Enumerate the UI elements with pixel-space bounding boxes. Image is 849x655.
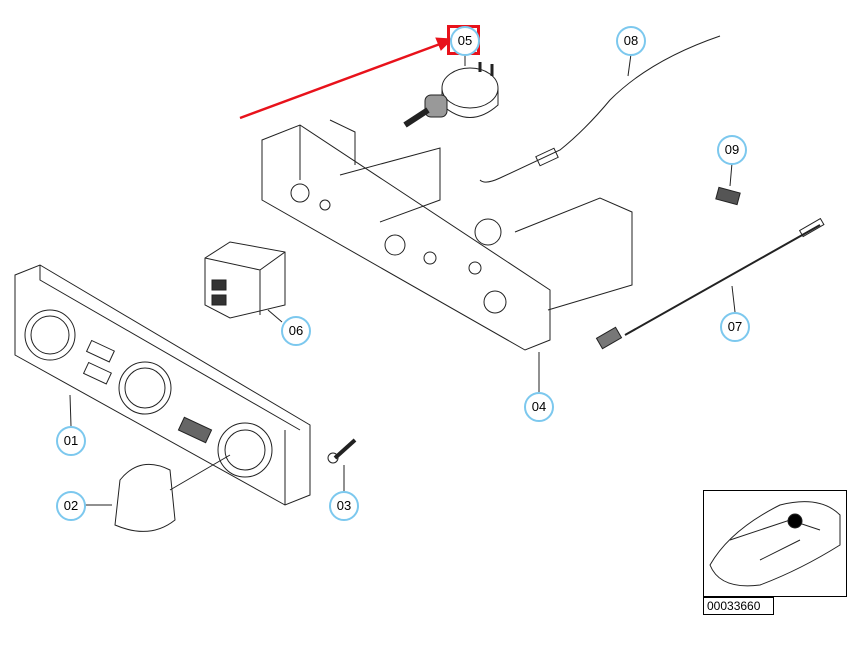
callout-05[interactable]: 05 [450,26,480,56]
callout-02[interactable]: 02 [56,491,86,521]
part-06-switch-block [204,241,286,319]
diagram-id: 00033660 [703,597,774,615]
callout-06[interactable]: 06 [281,316,311,346]
part-01-panel [14,264,311,506]
part-08-cable [479,35,721,183]
vehicle-location-inset [703,490,847,597]
callout-04[interactable]: 04 [524,392,554,422]
vehicle-location-drawing [709,501,841,587]
callout-01[interactable]: 01 [56,426,86,456]
part-05-switch [403,62,499,128]
part-07-cable [595,217,825,350]
callout-09[interactable]: 09 [717,135,747,165]
callout-03[interactable]: 03 [329,491,359,521]
part-04-housing [261,119,633,351]
red-arrow [239,37,454,120]
leader-lines [69,53,736,506]
callout-08[interactable]: 08 [616,26,646,56]
part-02-knob [114,454,231,532]
part-09-clip [715,186,741,206]
callout-07[interactable]: 07 [720,312,750,342]
part-03-screw [327,438,357,464]
